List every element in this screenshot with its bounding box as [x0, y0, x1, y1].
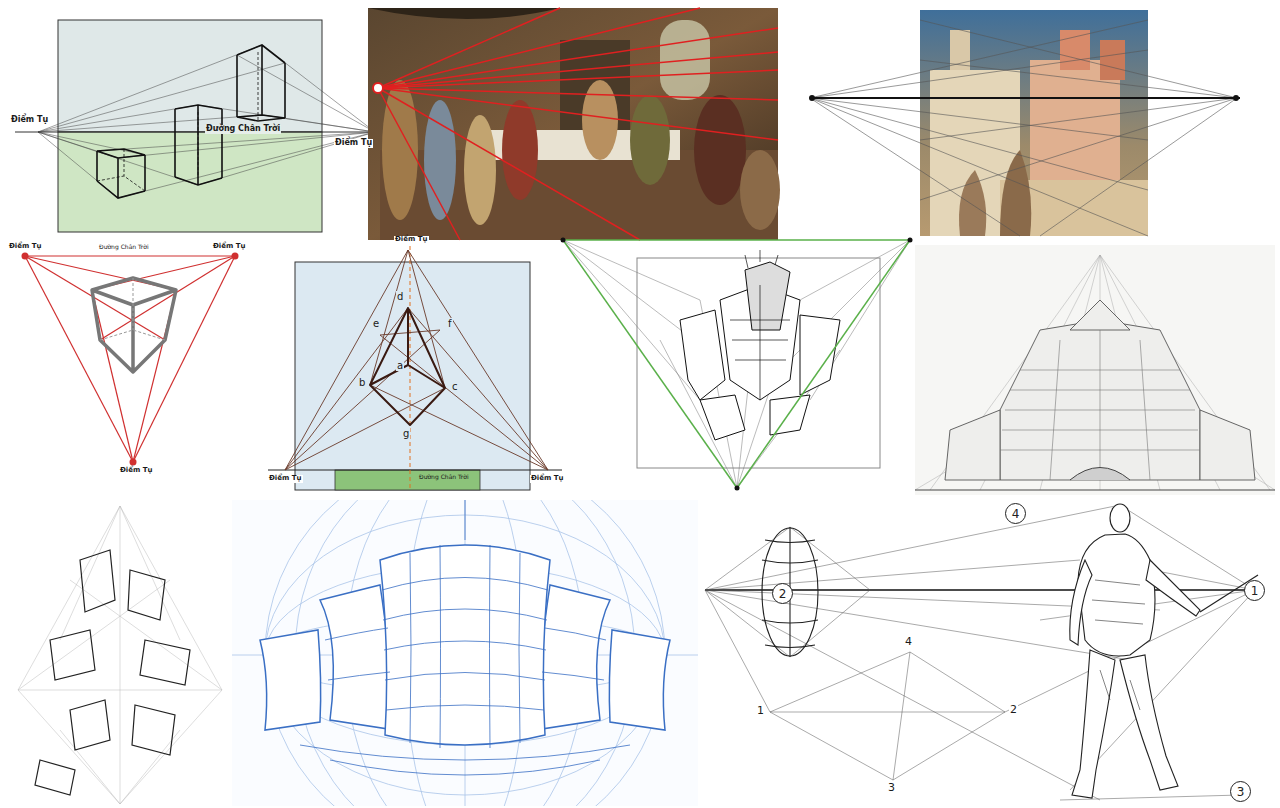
circled-callout: 4	[1005, 503, 1026, 524]
curvilinear-building	[232, 500, 698, 806]
horizon-label: Đường Chân Trời	[418, 474, 470, 481]
vanishing-point-label: Điểm Tụ	[212, 243, 247, 251]
horizon-label: Đường Chân Trời	[205, 125, 281, 134]
birds-eye-city	[561, 238, 913, 491]
point-letter: f	[447, 318, 453, 329]
painting-one-point	[368, 8, 780, 240]
vanishing-point-label: Điểm Tụ	[119, 467, 154, 475]
corner-number: 1	[756, 705, 765, 717]
corner-number: 4	[904, 636, 913, 648]
corner-number: 3	[887, 782, 896, 794]
vanishing-point-label: Điểm Tụ	[8, 243, 43, 251]
figure-sketch	[705, 504, 1260, 800]
circled-callout: 1	[1244, 580, 1265, 601]
corner-number: 2	[1009, 704, 1018, 716]
worms-eye-building	[915, 245, 1275, 495]
vanishing-point-label: Điểm Tụ	[10, 116, 49, 125]
callout-number: 2	[779, 588, 787, 600]
four-point-boxes	[18, 506, 222, 804]
vanishing-point-label: Điểm Tụ	[334, 139, 373, 148]
two-point-panel	[15, 20, 378, 232]
vanishing-point-label: Điểm Tụ	[394, 236, 429, 244]
point-letter: a	[396, 360, 404, 371]
point-letter: g	[402, 428, 410, 439]
point-letter: e	[372, 318, 380, 329]
vanishing-point-label: Điểm Tụ	[530, 475, 565, 483]
three-point-cube	[22, 253, 239, 466]
point-letter: c	[451, 381, 459, 392]
horizon-label: Đường Chân Trời	[98, 244, 150, 251]
point-letter: d	[396, 291, 404, 302]
point-letter: b	[358, 377, 366, 388]
circled-callout: 2	[772, 583, 793, 604]
vanishing-point-label: Điểm Tụ	[268, 475, 303, 483]
three-point-lettered	[268, 246, 562, 490]
callout-number: 1	[1251, 585, 1259, 597]
callout-number: 4	[1012, 508, 1020, 520]
callout-number: 3	[1237, 786, 1245, 798]
fresco-two-point	[809, 10, 1240, 236]
circled-callout: 3	[1230, 781, 1251, 802]
